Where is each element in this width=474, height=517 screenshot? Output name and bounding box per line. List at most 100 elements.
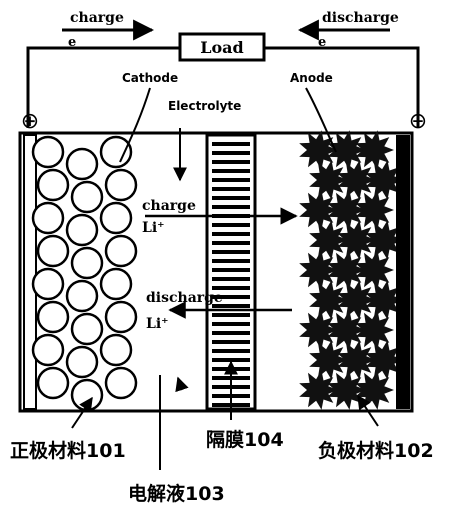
anode-callout-arrow bbox=[357, 394, 379, 427]
cathode-particle bbox=[31, 201, 65, 235]
anode-particle bbox=[309, 160, 348, 200]
cathode-particle bbox=[104, 300, 138, 334]
separator-stripe bbox=[212, 259, 250, 263]
anode-particle bbox=[327, 370, 366, 410]
anode-particle bbox=[337, 160, 376, 200]
separator-stripe bbox=[212, 169, 250, 173]
separator-stripe bbox=[212, 232, 250, 236]
electron-left-label: e bbox=[68, 35, 76, 50]
anode-particle bbox=[355, 370, 394, 410]
positive-material-label: 正极材料101 bbox=[10, 439, 126, 462]
cathode-callout-arrow bbox=[71, 396, 93, 429]
anode-particle bbox=[365, 280, 404, 320]
separator-stripe bbox=[212, 295, 250, 299]
separator-stripe bbox=[212, 304, 250, 308]
cathode-particle bbox=[70, 180, 104, 214]
anode-particle bbox=[355, 190, 394, 230]
cathode-particle bbox=[99, 333, 133, 367]
anode-particle bbox=[299, 250, 338, 290]
li-discharge-label: Li⁺ bbox=[146, 316, 169, 332]
cathode-particle bbox=[36, 300, 70, 334]
anode-particle bbox=[309, 220, 348, 260]
anode-particle bbox=[355, 130, 394, 170]
cathode-particle bbox=[31, 333, 65, 367]
separator-stripe bbox=[212, 331, 250, 335]
electrolyte-callout-arrow bbox=[175, 376, 189, 393]
separator-stripe bbox=[212, 286, 250, 290]
load-label: Load bbox=[200, 38, 243, 57]
anode-particle bbox=[309, 280, 348, 320]
anode-particle bbox=[299, 130, 338, 170]
cathode-particle bbox=[99, 267, 133, 301]
separator-stripe bbox=[212, 349, 250, 353]
anode-particle bbox=[355, 310, 394, 350]
anode-particle bbox=[365, 160, 404, 200]
cathode-label: Cathode bbox=[122, 71, 178, 85]
cathode-particle bbox=[31, 267, 65, 301]
electrolyte-label: Electrolyte bbox=[168, 99, 241, 113]
anode-material bbox=[299, 130, 404, 410]
anode-label: Anode bbox=[290, 71, 333, 85]
separator-stripe bbox=[212, 340, 250, 344]
cathode-particle bbox=[104, 168, 138, 202]
cathode-particle bbox=[65, 279, 99, 313]
electron-right-label: e bbox=[318, 35, 326, 50]
external-circuit bbox=[26, 46, 420, 128]
anode-particle bbox=[299, 190, 338, 230]
anode-particle bbox=[309, 340, 348, 380]
cathode-particle bbox=[99, 135, 133, 169]
anode-particle bbox=[337, 280, 376, 320]
charge-top-label: charge bbox=[70, 10, 124, 26]
cathode-particle bbox=[104, 366, 138, 400]
separator-stripe bbox=[212, 205, 250, 209]
cathode-particle bbox=[65, 345, 99, 379]
anode-particle bbox=[327, 310, 366, 350]
anode-particle bbox=[327, 250, 366, 290]
separator-stripe bbox=[212, 268, 250, 272]
separator-stripe bbox=[212, 322, 250, 326]
anode-particle bbox=[299, 370, 338, 410]
cathode-particle bbox=[65, 147, 99, 181]
cathode-current-collector bbox=[23, 134, 37, 410]
anode-particle bbox=[355, 250, 394, 290]
cathode-particle bbox=[36, 366, 70, 400]
li-charge-label: Li⁺ bbox=[142, 220, 165, 236]
anode-particle bbox=[337, 220, 376, 260]
cathode-particle bbox=[70, 246, 104, 280]
negative-material-label: 负极材料102 bbox=[318, 439, 434, 462]
load-box bbox=[178, 32, 266, 62]
cathode-particle bbox=[99, 201, 133, 235]
separator-stripe bbox=[212, 313, 250, 317]
discharge-top-label: discharge bbox=[322, 10, 399, 26]
anode-particle bbox=[327, 130, 366, 170]
separator-label: 隔膜104 bbox=[206, 428, 284, 451]
anode-particle bbox=[337, 340, 376, 380]
cathode-particle bbox=[65, 213, 99, 247]
positive-terminal-icon: ⊕ bbox=[21, 109, 39, 134]
cathode-particle bbox=[36, 168, 70, 202]
cathode-particle bbox=[31, 135, 65, 169]
separator-stripe bbox=[212, 196, 250, 200]
electrolyte-cn-label: 电解液103 bbox=[128, 482, 225, 505]
anode-current-collector bbox=[396, 135, 410, 409]
separator-stripe bbox=[212, 223, 250, 227]
anode-particle bbox=[365, 220, 404, 260]
anode-particle bbox=[327, 190, 366, 230]
separator-stripe bbox=[212, 358, 250, 362]
charge-mid-label: charge bbox=[142, 198, 196, 214]
anode-particle bbox=[365, 340, 404, 380]
discharge-mid-label: discharge bbox=[146, 290, 223, 306]
separator-stripe bbox=[212, 178, 250, 182]
cathode-particles bbox=[31, 135, 138, 412]
leader-lines bbox=[119, 87, 337, 163]
negative-terminal-icon: ⊖ bbox=[409, 109, 427, 134]
separator-stripe bbox=[212, 250, 250, 254]
separator-stripe bbox=[212, 187, 250, 191]
cathode-particle bbox=[70, 312, 104, 346]
cathode-particle bbox=[104, 234, 138, 268]
separator-stripe bbox=[212, 142, 250, 146]
separator-stripe bbox=[212, 151, 250, 155]
separator-stripe bbox=[212, 160, 250, 164]
separator-stripe bbox=[212, 277, 250, 281]
